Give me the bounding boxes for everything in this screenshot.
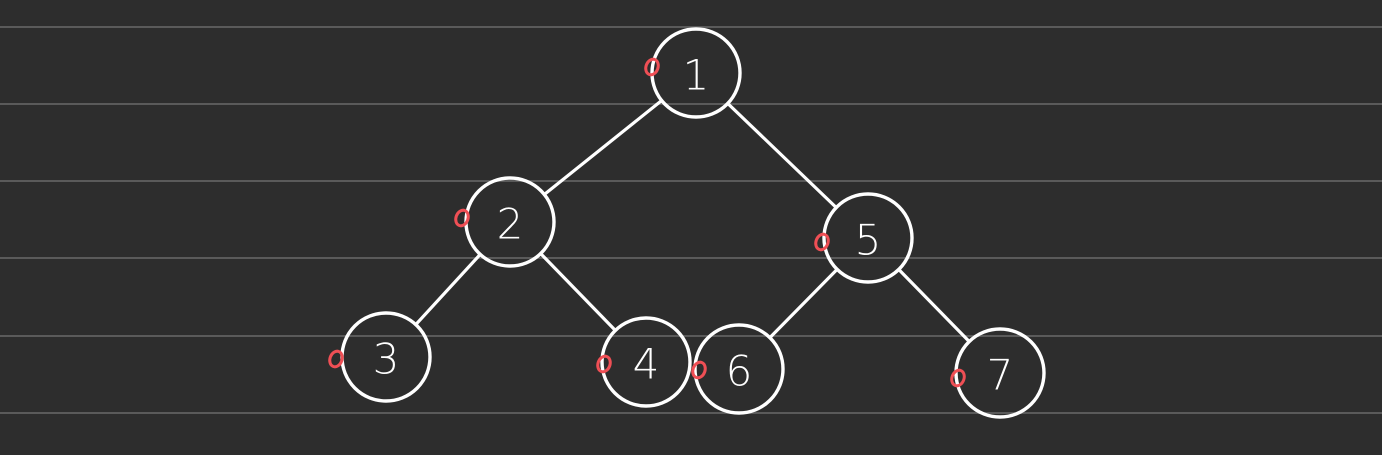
node-label: 2 (497, 200, 524, 249)
tree-edge (897, 267, 971, 344)
tree-node: 4 (596, 316, 692, 408)
tree-edge (726, 101, 838, 210)
node-circle (822, 192, 914, 284)
node-label: 6 (726, 347, 753, 396)
tree-edge (768, 267, 839, 340)
tree-node: 1 (644, 27, 742, 119)
tree-node: 2 (454, 176, 556, 268)
red-marker-icon (691, 360, 707, 380)
tree-edges (414, 98, 971, 344)
node-label: 7 (987, 351, 1014, 400)
node-label: 5 (855, 216, 882, 265)
tree-node: 5 (814, 192, 914, 284)
tree-nodes: 1 2 5 3 4 6 7 (328, 27, 1046, 419)
node-circle (600, 316, 692, 408)
tree-edge (542, 98, 664, 197)
notebook-ruled-lines (0, 26, 1382, 414)
red-marker-icon (950, 368, 966, 388)
node-label: 3 (373, 335, 400, 384)
red-marker-icon (644, 57, 660, 77)
red-marker-icon (454, 208, 470, 228)
tree-node: 3 (328, 311, 432, 403)
red-marker-icon (328, 349, 344, 369)
node-circle (693, 323, 785, 415)
red-marker-icon (814, 232, 830, 252)
tree-edge (414, 252, 482, 327)
node-label: 1 (683, 51, 710, 100)
tree-node: 6 (691, 323, 785, 415)
node-circle (650, 27, 742, 119)
node-label: 4 (633, 340, 660, 389)
tree-node: 7 (950, 327, 1046, 419)
red-marker-icon (596, 354, 612, 374)
tree-edge (539, 252, 617, 332)
